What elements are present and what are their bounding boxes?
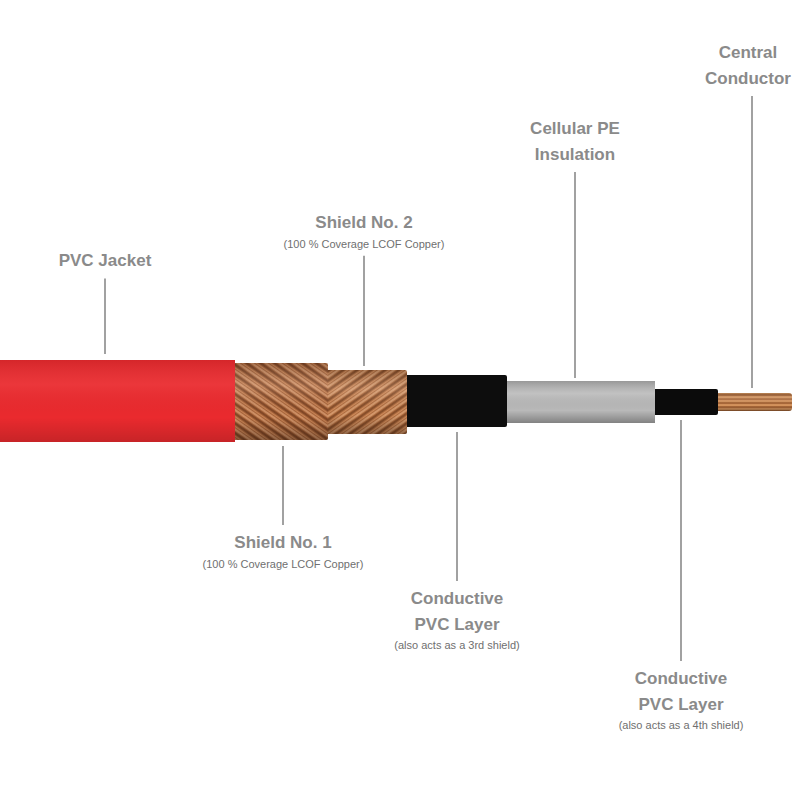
part-note: (100 % Coverage LCOF Copper) [264,237,464,251]
insulation-shade [500,381,655,423]
jacket-shade [0,360,235,442]
conductor-shade [712,393,792,411]
shield-one-shade [230,363,328,440]
part-label: Cellular PE Insulation [514,116,636,167]
leader-line [282,446,284,525]
part-note: (also acts as a 3rd shield) [357,638,557,652]
part-note: (100 % Coverage LCOF Copper) [183,557,383,571]
shield-one-braid [230,363,328,440]
part-label: Central Conductor [700,40,796,91]
pe-insulation [500,381,655,423]
pvc-jacket [0,360,235,442]
shield-two-braid [322,370,407,434]
central-conductor [712,393,792,411]
leader-line [363,256,365,366]
leader-line [574,172,576,378]
part-label: Conductive PVC Layer [625,666,737,717]
leader-line [680,420,682,661]
part-label: Shield No. 1 [208,530,358,556]
leader-line [104,279,106,355]
shield-two-shade [322,370,407,434]
outer-conductive-layer [402,375,507,427]
part-label: PVC Jacket [30,248,180,274]
leader-line [751,96,753,388]
inner-conductive-layer [650,389,718,415]
part-label: Conductive PVC Layer [401,586,513,637]
part-note: (also acts as a 4th shield) [581,718,781,732]
part-label: Shield No. 2 [289,210,439,236]
leader-line [456,432,458,581]
